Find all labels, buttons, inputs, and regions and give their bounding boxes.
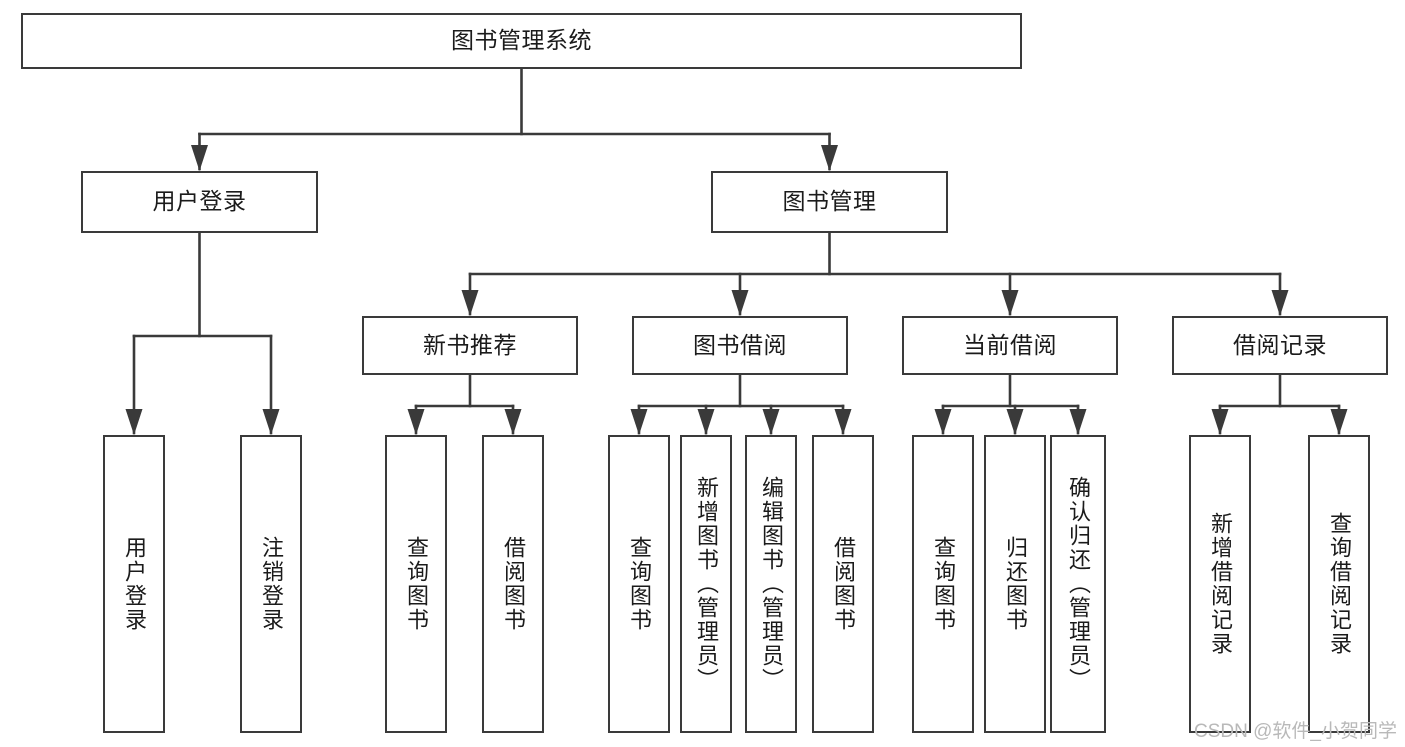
node-leaf-confirm-ret[interactable]: 确认归还（管理员） [1050,435,1106,733]
node-book-borrow[interactable]: 图书借阅 [632,316,848,375]
connector-arrowhead [934,409,952,435]
node-leaf-borrow-book-1[interactable]: 借阅图书 [482,435,544,733]
node-leaf-query-book-1[interactable]: 查询图书 [385,435,447,733]
node-label: 借阅记录 [1233,331,1327,358]
connector-arrowhead [1006,409,1024,435]
node-label: 用户登录 [152,188,247,215]
connector-arrowhead [1271,290,1289,316]
node-label: 新增借阅记录 [1208,512,1233,656]
node-label: 新书推荐 [423,331,517,358]
connector-arrowhead [125,409,143,435]
node-leaf-borrow-book-2[interactable]: 借阅图书 [812,435,874,733]
node-leaf-query-book-2[interactable]: 查询图书 [608,435,670,733]
node-leaf-edit-book[interactable]: 编辑图书（管理员） [745,435,797,733]
node-label: 注销登录 [259,536,284,632]
node-label: 查询图书 [931,536,956,632]
node-leaf-query-book-3[interactable]: 查询图书 [912,435,974,733]
node-new-book-rec[interactable]: 新书推荐 [362,316,578,375]
connector-arrowhead [504,409,522,435]
node-label: 图书管理系统 [451,27,592,54]
node-label: 查询借阅记录 [1327,512,1352,656]
node-label: 确认归还（管理员） [1066,476,1091,692]
connector-arrowhead [461,290,479,316]
connector-arrowhead [1211,409,1229,435]
node-current-borrow[interactable]: 当前借阅 [902,316,1118,375]
connector-arrowhead [1330,409,1348,435]
node-label: 归还图书 [1003,536,1028,632]
node-label: 用户登录 [122,536,147,632]
node-book-manage[interactable]: 图书管理 [711,171,948,233]
node-label: 借阅图书 [831,536,856,632]
node-leaf-add-book[interactable]: 新增图书（管理员） [680,435,732,733]
connector-arrowhead [262,409,280,435]
connector-arrowhead [697,409,715,435]
node-root[interactable]: 图书管理系统 [21,13,1022,69]
connector-arrowhead [1069,409,1087,435]
connector-arrowhead [821,145,838,171]
connector-arrowhead [762,409,780,435]
node-label: 当前借阅 [963,331,1057,358]
node-leaf-user-logout[interactable]: 注销登录 [240,435,302,733]
node-leaf-user-login[interactable]: 用户登录 [103,435,165,733]
connector-arrowhead [1001,290,1019,316]
node-borrow-record[interactable]: 借阅记录 [1172,316,1388,375]
node-label: 新增图书（管理员） [694,476,719,692]
connector-arrowhead [407,409,425,435]
node-label: 编辑图书（管理员） [759,476,784,692]
connector-arrowhead [191,145,208,171]
node-label: 查询图书 [627,536,652,632]
connector-arrowhead [731,290,749,316]
node-label: 查询图书 [404,536,429,632]
node-label: 图书借阅 [693,331,787,358]
connector-arrowhead [834,409,852,435]
connector-arrowhead [630,409,648,435]
node-label: 借阅图书 [501,536,526,632]
node-label: 图书管理 [782,188,877,215]
node-user-login[interactable]: 用户登录 [81,171,318,233]
node-leaf-add-record[interactable]: 新增借阅记录 [1189,435,1251,733]
node-leaf-return-book[interactable]: 归还图书 [984,435,1046,733]
node-leaf-query-record[interactable]: 查询借阅记录 [1308,435,1370,733]
